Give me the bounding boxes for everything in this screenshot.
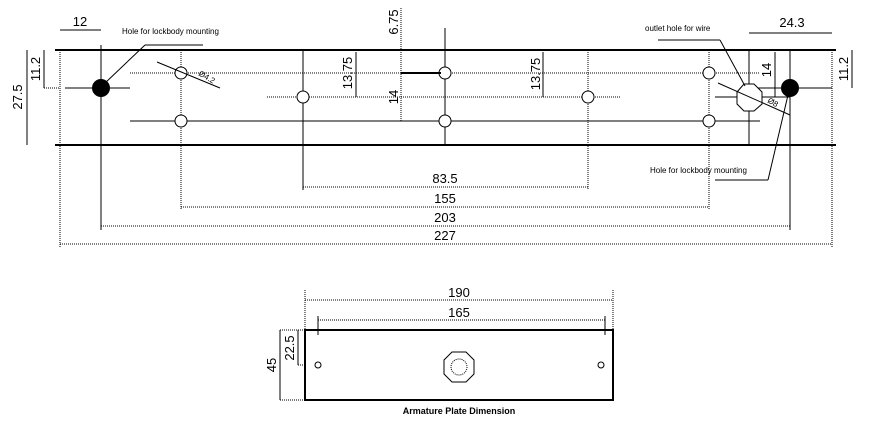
armature-plate: 190 165 22.5 45 Armature Plate Dimension [264,285,614,416]
lockbody-hole-label-right: Hole for lockbody mounting [650,166,747,175]
dim-11-2-right: 11.2 [836,57,851,81]
mount-hole [296,90,310,104]
dim-14-center: 14 [386,90,401,104]
lockbody-hole-left [92,79,110,97]
dim-14-right: 14 [759,63,774,77]
mount-hole [581,90,595,104]
dim-11-2-left: 11.2 [28,57,43,81]
dim-203: 203 [434,210,456,225]
dim-45: 45 [264,358,279,372]
armature-plate-title: Armature Plate Dimension [403,406,516,416]
mount-hole [174,114,188,128]
dim-155: 155 [434,191,456,206]
dim-227: 227 [434,228,456,243]
lockbody-hole-label-left: Hole for lockbody mounting [122,27,219,36]
dim-22-5: 22.5 [282,335,297,360]
mount-hole [702,66,716,80]
dim-27-5: 27.5 [10,84,25,109]
mount-hole [174,66,188,80]
mount-hole [438,114,452,128]
armature-hole-right [597,361,605,369]
lock-body-plate: Hole for lockbody mounting outlet hole f… [55,24,836,248]
dim-12: 12 [73,14,87,29]
armature-center-hole [443,351,475,383]
dim-13-75-right: 13.75 [528,58,543,91]
wire-hole-diameter: Ø8 [766,96,780,109]
dim-190: 190 [448,285,470,300]
dimensions: 12 11.2 27.5 6.75 14 13.75 13.75 24.3 14… [10,8,853,245]
lockbody-hole-right [781,79,799,97]
mount-hole [702,114,716,128]
dim-24-3: 24.3 [779,15,804,30]
armature-hole-left [314,361,322,369]
outlet-hole-label: outlet hole for wire [645,24,711,33]
dim-13-75-left: 13.75 [340,57,355,90]
dim-165: 165 [448,305,470,320]
dim-83-5: 83.5 [432,171,457,186]
dim-6-75: 6.75 [386,9,401,34]
